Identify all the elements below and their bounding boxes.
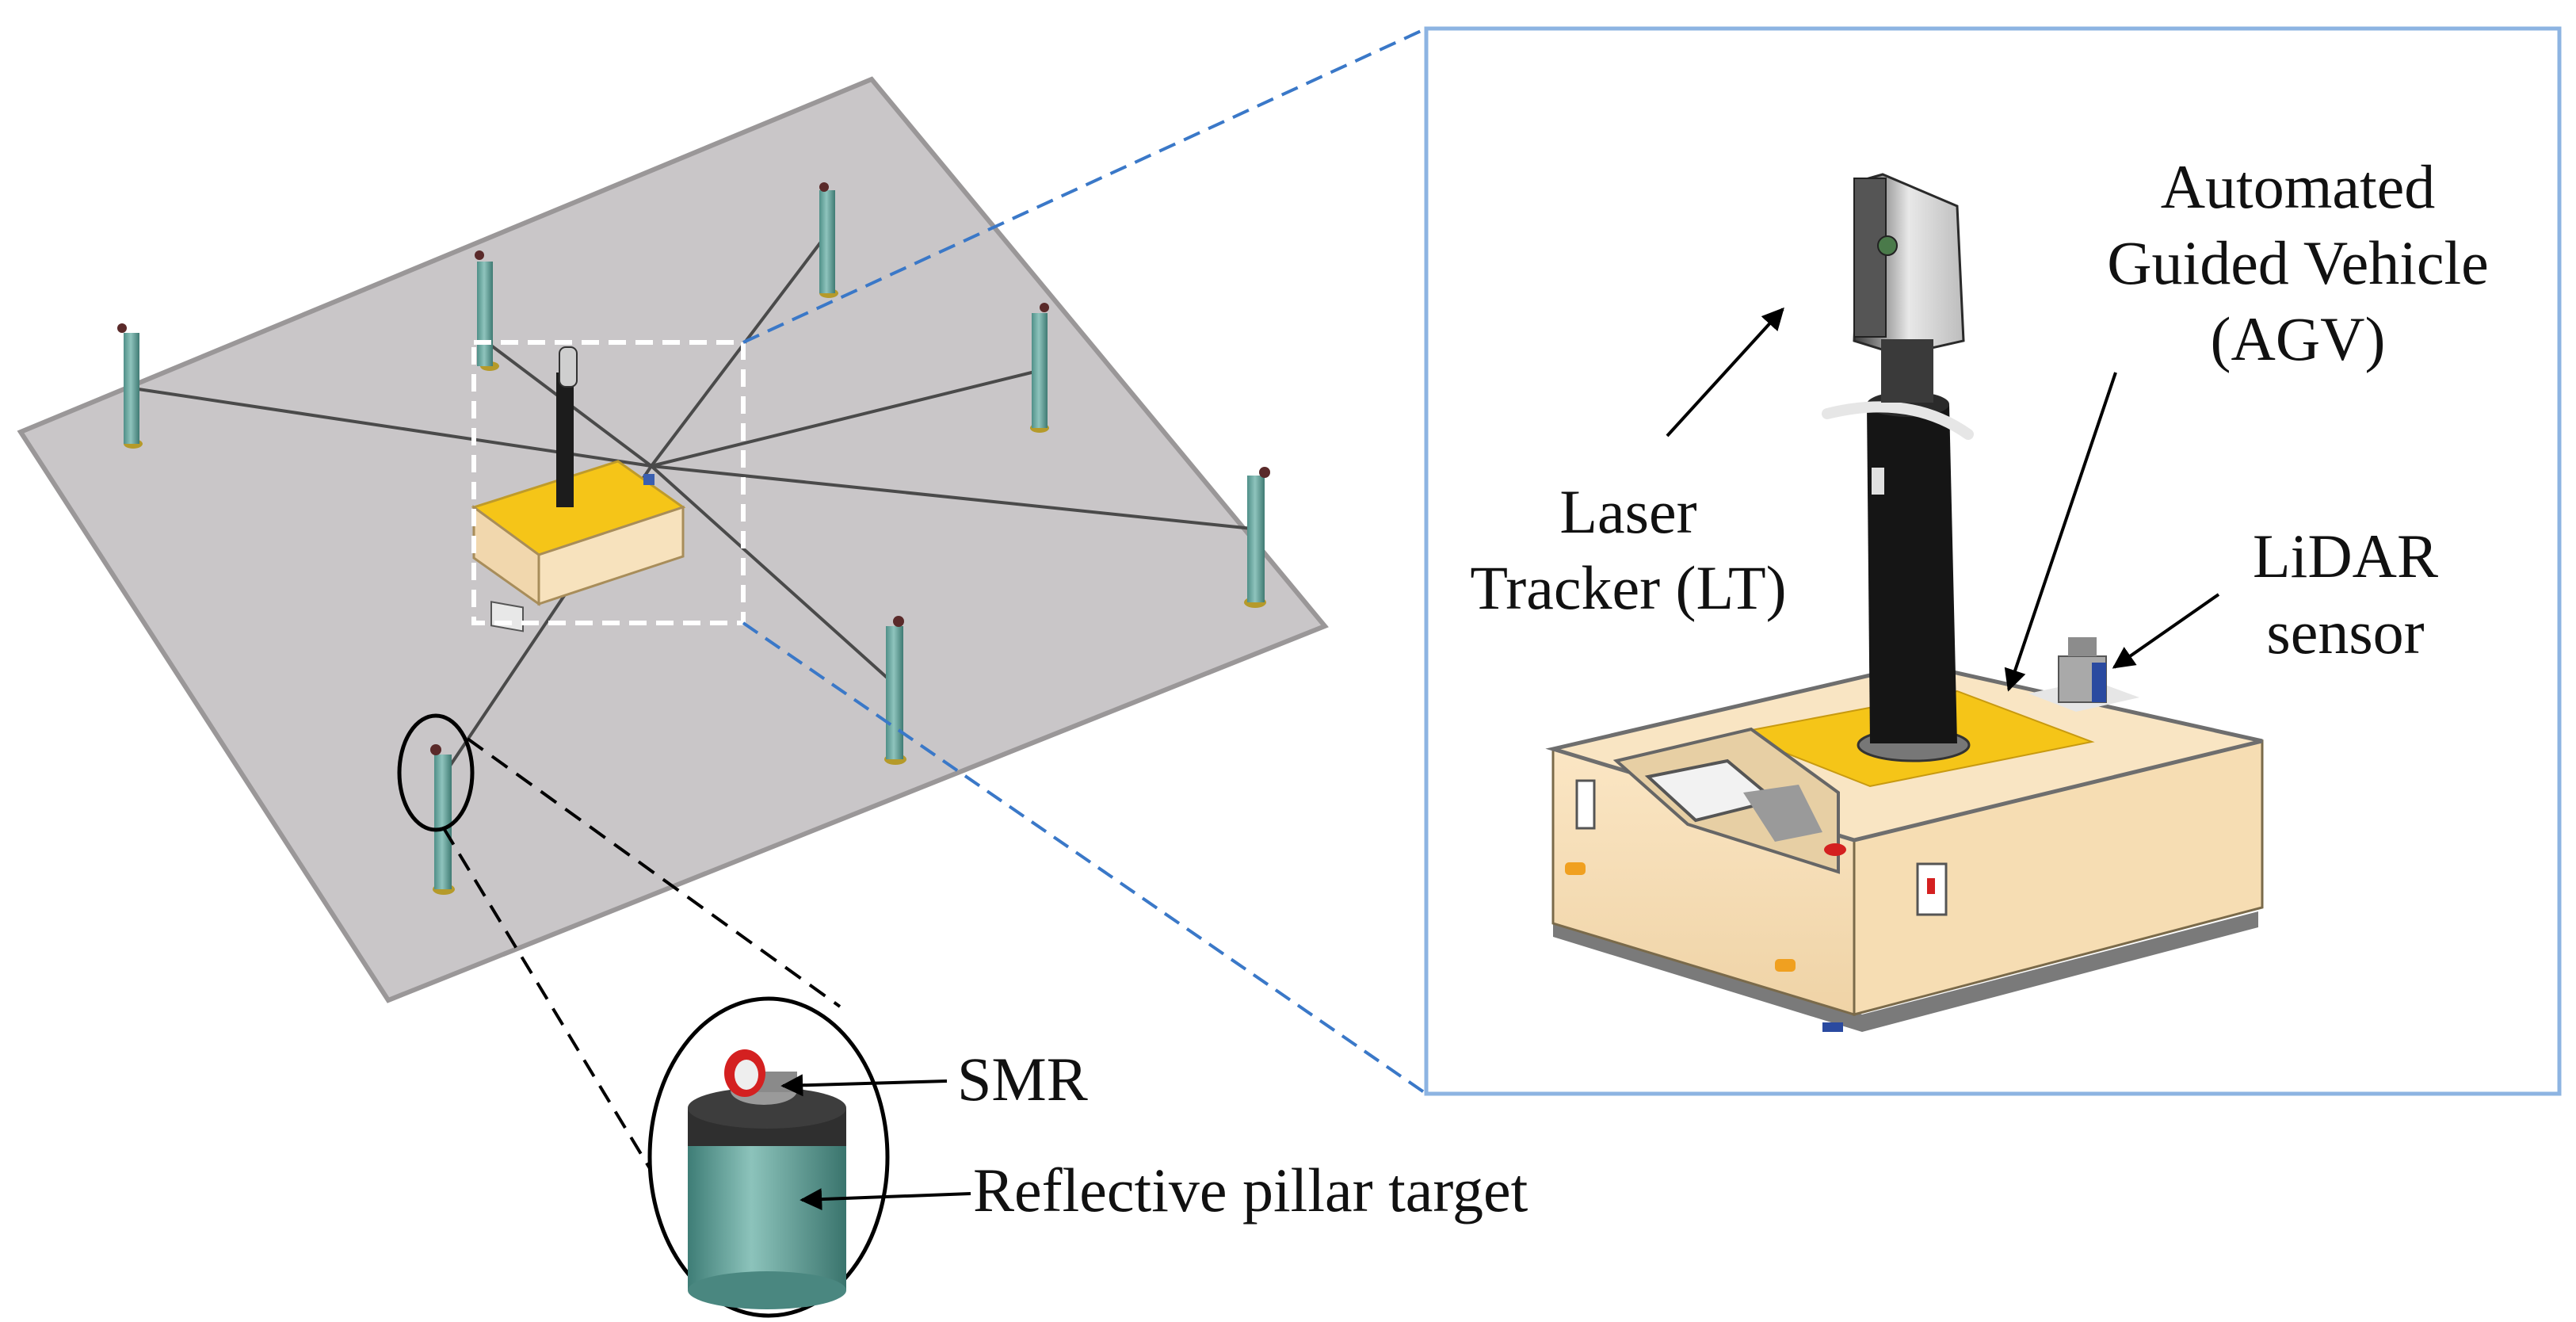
pillar-target-icon [1030,303,1049,433]
laser-tracker-label-line2: Tracker (LT) [1470,553,1787,622]
pillar-target-icon [1244,467,1270,608]
pillar-target-icon [430,744,455,895]
smr-arrow [780,1074,948,1097]
agv-icon [1545,637,2264,1032]
pillar-label-text: Reflective pillar target [973,1156,1528,1225]
lidar-label-line2: sensor [2266,598,2425,667]
smr-inset [647,996,890,1318]
pillar-target-icon [884,616,906,765]
agv-label-line2: Guided Vehicle [2107,228,2489,297]
agv-small [471,346,686,632]
smr-icon [724,1049,797,1105]
lidar-label: LiDAR sensor [2219,518,2472,671]
lt-arrow [1666,307,1784,437]
zoom-box [471,340,746,625]
laser-tracker-label-line1: Laser [1559,477,1697,546]
lidar-arrow [2112,593,2220,669]
agv-label-line3: (AGV) [2210,304,2386,373]
pillar-arrow [800,1188,971,1211]
laser-tracker-label: Laser Tracker (LT) [1442,474,1815,626]
laser-tracker-icon [1822,173,1974,762]
pillar-highlight [397,713,475,832]
smr-label: SMR [957,1041,1088,1118]
zoom-leaders [742,27,1428,1095]
pillar-target-icon [117,323,143,449]
annotation-arrows [780,307,2220,1211]
agv-label: Automated Guided Vehicle (AGV) [2060,149,2536,377]
pillar-label: Reflective pillar target [973,1152,1528,1228]
lidar-label-line1: LiDAR [2253,522,2438,590]
pillar-target-icon [819,182,838,298]
smr-label-text: SMR [957,1045,1088,1114]
agv-arrow [2004,372,2117,692]
agv-label-line1: Automated [2160,152,2436,221]
lidar-sensor-icon [2028,637,2139,712]
